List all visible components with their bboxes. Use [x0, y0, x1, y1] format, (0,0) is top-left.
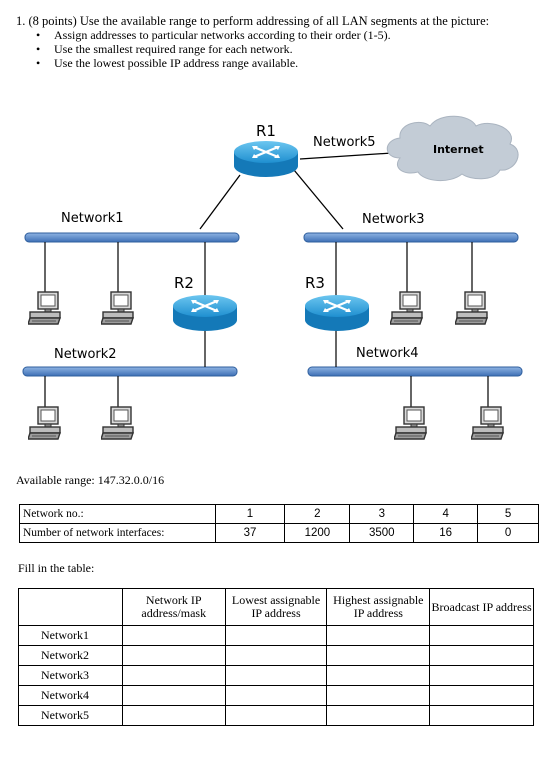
row-label: Network3 [18, 665, 123, 686]
interfaces-cell: 16 [413, 523, 479, 543]
internet-label: Internet [433, 143, 484, 156]
network3-label: Network3 [362, 212, 425, 227]
header-cell: Network IP address/mask [121, 588, 226, 626]
network5-label: Network5 [313, 135, 376, 150]
interfaces-cell: 37 [214, 523, 286, 543]
network4-bus [307, 366, 523, 377]
highest-ip-input[interactable] [326, 705, 431, 726]
instruction-item: Use the lowest possible IP address range… [36, 56, 391, 70]
network-number-cell: 3 [349, 504, 415, 524]
table-header-row: Network IP address/mask Lowest assignabl… [18, 588, 534, 626]
table-row: Network2 [18, 645, 534, 666]
row-label: Network5 [18, 705, 123, 726]
fill-instruction: Fill in the table: [18, 561, 95, 575]
broadcast-ip-input[interactable] [429, 665, 534, 686]
broadcast-ip-input[interactable] [429, 685, 534, 706]
link-r1-network1 [199, 174, 241, 230]
router-r1-label: R1 [256, 122, 276, 140]
available-range: Available range: 147.32.0.0/16 [16, 473, 165, 487]
network-address-input[interactable] [121, 645, 226, 666]
broadcast-ip-input[interactable] [429, 645, 534, 666]
row-label: Network4 [18, 685, 123, 706]
header-cell: Highest assignable IP address [326, 588, 431, 626]
row-label: Network no.: [19, 504, 216, 524]
lowest-ip-input[interactable] [224, 705, 328, 726]
header-cell: Broadcast IP address [429, 588, 534, 626]
computer-icon [390, 291, 423, 325]
lowest-ip-input[interactable] [224, 625, 328, 646]
highest-ip-input[interactable] [326, 645, 431, 666]
computer-icon [28, 291, 61, 325]
network-address-input[interactable] [121, 705, 226, 726]
lowest-ip-input[interactable] [224, 645, 328, 666]
router-r1-icon [232, 140, 300, 178]
link-r1-network5 [299, 152, 393, 160]
internet-cloud [386, 115, 519, 181]
router-r2-label: R2 [174, 274, 194, 292]
network2-bus [22, 366, 238, 377]
interfaces-cell: 0 [477, 523, 539, 543]
network-number-cell: 4 [413, 504, 479, 524]
network4-label: Network4 [356, 346, 419, 361]
computer-icon [101, 291, 134, 325]
table-row: Network no.: 1 2 3 4 5 [19, 504, 539, 524]
link-r1-network3 [293, 169, 344, 230]
computer-icon [455, 291, 488, 325]
network-address-input[interactable] [121, 685, 226, 706]
highest-ip-input[interactable] [326, 625, 431, 646]
row-label: Network1 [18, 625, 123, 646]
addressing-table: Network IP address/mask Lowest assignabl… [18, 588, 534, 726]
row-label: Number of network interfaces: [19, 523, 216, 543]
computer-icon [394, 406, 427, 440]
question-title: 1. (8 points) Use the available range to… [16, 14, 490, 28]
computer-icon [28, 406, 61, 440]
table-row: Network5 [18, 705, 534, 726]
highest-ip-input[interactable] [326, 685, 431, 706]
computer-icon [101, 406, 134, 440]
header-cell: Lowest assignable IP address [224, 588, 328, 626]
table-row: Network3 [18, 665, 534, 686]
row-label: Network2 [18, 645, 123, 666]
lowest-ip-input[interactable] [224, 665, 328, 686]
broadcast-ip-input[interactable] [429, 705, 534, 726]
network-number-cell: 2 [284, 504, 351, 524]
network1-bus [24, 232, 240, 243]
header-cell [18, 588, 123, 626]
network-number-cell: 1 [214, 504, 286, 524]
network2-label: Network2 [54, 347, 117, 362]
network-diagram [22, 115, 523, 440]
table-row: Network1 [18, 625, 534, 646]
network3-bus [303, 232, 519, 243]
instruction-list: Assign addresses to particular networks … [36, 28, 391, 70]
instruction-item: Use the smallest required range for each… [36, 42, 391, 56]
network-address-input[interactable] [121, 665, 226, 686]
computer-icon [471, 406, 504, 440]
network-address-input[interactable] [121, 625, 226, 646]
instruction-item: Assign addresses to particular networks … [36, 28, 391, 42]
network1-label: Network1 [61, 211, 124, 226]
router-r3-icon [303, 294, 371, 332]
interfaces-cell: 3500 [349, 523, 415, 543]
router-r3-label: R3 [305, 274, 325, 292]
highest-ip-input[interactable] [326, 665, 431, 686]
router-r2-icon [171, 294, 239, 332]
broadcast-ip-input[interactable] [429, 625, 534, 646]
interfaces-table: Network no.: 1 2 3 4 5 Number of network… [19, 504, 539, 543]
table-row: Network4 [18, 685, 534, 706]
lowest-ip-input[interactable] [224, 685, 328, 706]
interfaces-cell: 1200 [284, 523, 351, 543]
table-row: Number of network interfaces: 37 1200 35… [19, 523, 539, 543]
network-number-cell: 5 [477, 504, 539, 524]
